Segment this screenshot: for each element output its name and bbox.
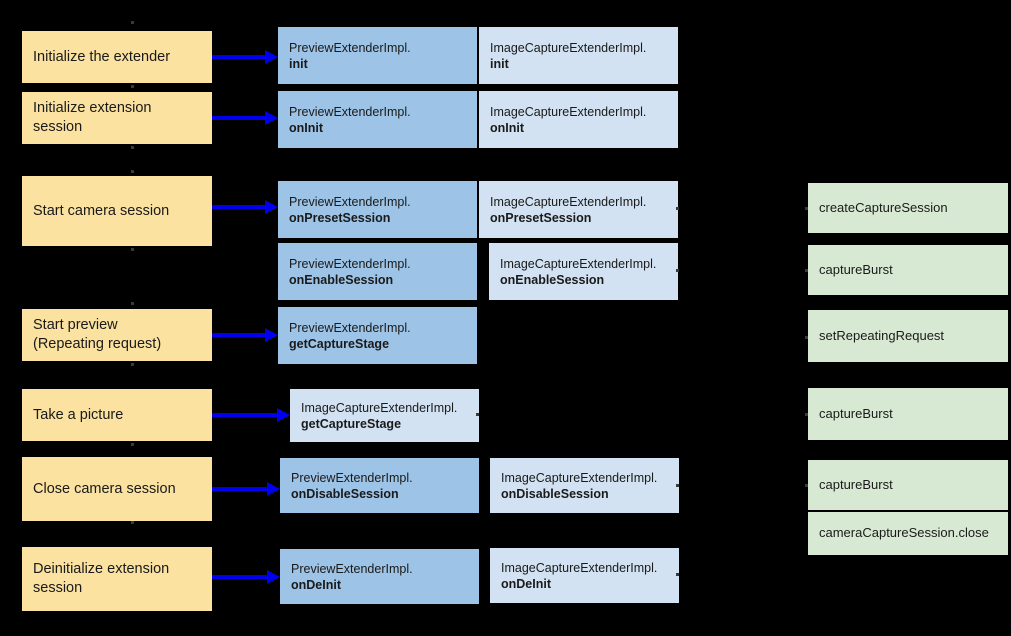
connector-tick	[676, 269, 679, 272]
api-class-name: ImageCaptureExtenderImpl.	[490, 194, 647, 209]
api-class-name: PreviewExtenderImpl.	[291, 561, 413, 576]
connector-tick	[805, 207, 808, 210]
connector-tick	[131, 363, 134, 366]
api-method-name: onEnableSession	[500, 272, 605, 287]
connector-tick	[131, 302, 134, 305]
api-class-name: ImageCaptureExtenderImpl.	[301, 400, 458, 415]
stage-box-close-camera-session[interactable]: Close camera session	[22, 457, 212, 521]
api-box-preview-extender-onpresetsession[interactable]: PreviewExtenderImpl. onPresetSession	[278, 181, 477, 238]
connector-tick	[476, 413, 479, 416]
stage-box-init-extender[interactable]: Initialize the extender	[22, 31, 212, 83]
api-method-name: getCaptureStage	[301, 416, 402, 431]
stage-box-start-preview[interactable]: Start preview (Repeating request)	[22, 309, 212, 361]
connector-tick	[131, 146, 134, 149]
flow-arrow-start-preview	[212, 328, 278, 342]
api-box-image-capture-extender-init[interactable]: ImageCaptureExtenderImpl. init	[479, 27, 678, 84]
camera2-call-label: createCaptureSession	[819, 199, 948, 215]
camera2-call-label: cameraCaptureSession.close	[819, 525, 989, 541]
stage-box-init-extension-session[interactable]: Initialize extension session	[22, 92, 212, 144]
stage-label-line: session	[33, 580, 83, 596]
stage-label-line: Start preview	[33, 317, 118, 334]
api-box-image-capture-extender-ondisablesession[interactable]: ImageCaptureExtenderImpl. onDisableSessi…	[490, 458, 679, 513]
api-box-image-capture-extender-oninit[interactable]: ImageCaptureExtenderImpl. onInit	[479, 91, 678, 148]
api-box-image-capture-extender-getcapturestage[interactable]: ImageCaptureExtenderImpl. getCaptureStag…	[290, 389, 479, 442]
api-method-name: getCaptureStage	[289, 336, 390, 351]
api-box-preview-extender-ondisablesession[interactable]: PreviewExtenderImpl. onDisableSession	[280, 458, 479, 513]
api-box-preview-extender-init[interactable]: PreviewExtenderImpl. init	[278, 27, 477, 84]
api-class-name: PreviewExtenderImpl.	[289, 104, 411, 119]
api-method-name: onInit	[490, 120, 525, 135]
stage-box-start-camera-session[interactable]: Start camera session	[22, 176, 212, 246]
stage-box-deinit-extension-session[interactable]: Deinitialize extension session	[22, 547, 212, 611]
api-class-name: PreviewExtenderImpl.	[289, 256, 411, 271]
flow-arrow-start-camera-session	[212, 200, 278, 214]
api-box-image-capture-extender-ondeinit[interactable]: ImageCaptureExtenderImpl. onDeInit	[490, 548, 679, 603]
api-method-name: onPresetSession	[289, 210, 391, 225]
camera2-box-captureburst-2[interactable]: captureBurst	[808, 388, 1008, 440]
camera2-call-label: captureBurst	[819, 476, 893, 492]
connector-tick	[805, 269, 808, 272]
api-class-name: PreviewExtenderImpl.	[291, 470, 413, 485]
camera2-call-label: captureBurst	[819, 261, 893, 277]
api-class-name: ImageCaptureExtenderImpl.	[490, 104, 647, 119]
api-method-name: onDisableSession	[501, 486, 609, 501]
api-box-preview-extender-oninit[interactable]: PreviewExtenderImpl. onInit	[278, 91, 477, 148]
flow-arrow-init-extension-session	[212, 111, 278, 125]
api-method-name: init	[490, 56, 509, 71]
connector-tick	[676, 484, 679, 487]
api-box-preview-extender-onenablesession[interactable]: PreviewExtenderImpl. onEnableSession	[278, 243, 477, 300]
stage-label-line: Deinitialize extension	[33, 561, 170, 578]
connector-tick	[805, 484, 808, 487]
flow-arrow-close-camera-session	[212, 482, 280, 496]
camera2-box-createcapturesession[interactable]: createCaptureSession	[808, 183, 1008, 233]
connector-tick	[131, 248, 134, 251]
connector-tick	[131, 85, 134, 88]
connector-tick	[131, 443, 134, 446]
api-class-name: PreviewExtenderImpl.	[289, 40, 411, 55]
api-class-name: ImageCaptureExtenderImpl.	[490, 40, 647, 55]
stage-label-line: Close camera session	[33, 480, 176, 497]
api-box-image-capture-extender-onpresetsession[interactable]: ImageCaptureExtenderImpl. onPresetSessio…	[479, 181, 678, 238]
flow-arrow-init-extender	[212, 50, 278, 64]
stage-box-take-a-picture[interactable]: Take a picture	[22, 389, 212, 441]
api-method-name: onEnableSession	[289, 272, 394, 287]
connector-tick	[131, 170, 134, 173]
api-method-name: onDeInit	[501, 576, 551, 591]
camera2-box-setrepeatingrequest[interactable]: setRepeatingRequest	[808, 310, 1008, 362]
camera2-call-label: captureBurst	[819, 405, 893, 421]
api-class-name: PreviewExtenderImpl.	[289, 320, 411, 335]
api-class-name: PreviewExtenderImpl.	[289, 194, 411, 209]
stage-label-line: (Repeating request)	[33, 336, 162, 352]
api-box-preview-extender-ondeinit[interactable]: PreviewExtenderImpl. onDeInit	[280, 549, 479, 604]
camera2-box-captureburst-3[interactable]: captureBurst	[808, 460, 1008, 510]
stage-label-line: Initialize the extender	[33, 48, 171, 65]
connector-tick	[131, 21, 134, 24]
stage-label-line: session	[33, 119, 83, 135]
api-box-preview-extender-getcapturestage[interactable]: PreviewExtenderImpl. getCaptureStage	[278, 307, 477, 364]
connector-tick	[805, 336, 808, 339]
camera2-box-cameracapturesession-close[interactable]: cameraCaptureSession.close	[808, 512, 1008, 555]
flow-arrow-take-a-picture	[212, 408, 290, 422]
api-class-name: ImageCaptureExtenderImpl.	[500, 256, 657, 271]
api-class-name: ImageCaptureExtenderImpl.	[501, 470, 658, 485]
stage-label-line: Start camera session	[33, 202, 170, 219]
api-box-image-capture-extender-onenablesession[interactable]: ImageCaptureExtenderImpl. onEnableSessio…	[489, 243, 678, 300]
connector-tick	[676, 207, 679, 210]
flow-arrow-deinit-extension-session	[212, 570, 280, 584]
api-class-name: ImageCaptureExtenderImpl.	[501, 560, 658, 575]
api-method-name: onInit	[289, 120, 324, 135]
api-method-name: onDeInit	[291, 577, 341, 592]
stage-label-line: Initialize extension	[33, 100, 152, 117]
camera2-box-captureburst-1[interactable]: captureBurst	[808, 245, 1008, 295]
stage-label-line: Take a picture	[33, 406, 124, 423]
connector-tick	[131, 521, 134, 524]
connector-tick	[676, 573, 679, 576]
api-method-name: onDisableSession	[291, 486, 399, 501]
api-method-name: onPresetSession	[490, 210, 592, 225]
connector-tick	[805, 413, 808, 416]
camera2-call-label: setRepeatingRequest	[819, 327, 945, 343]
api-method-name: init	[289, 56, 308, 71]
